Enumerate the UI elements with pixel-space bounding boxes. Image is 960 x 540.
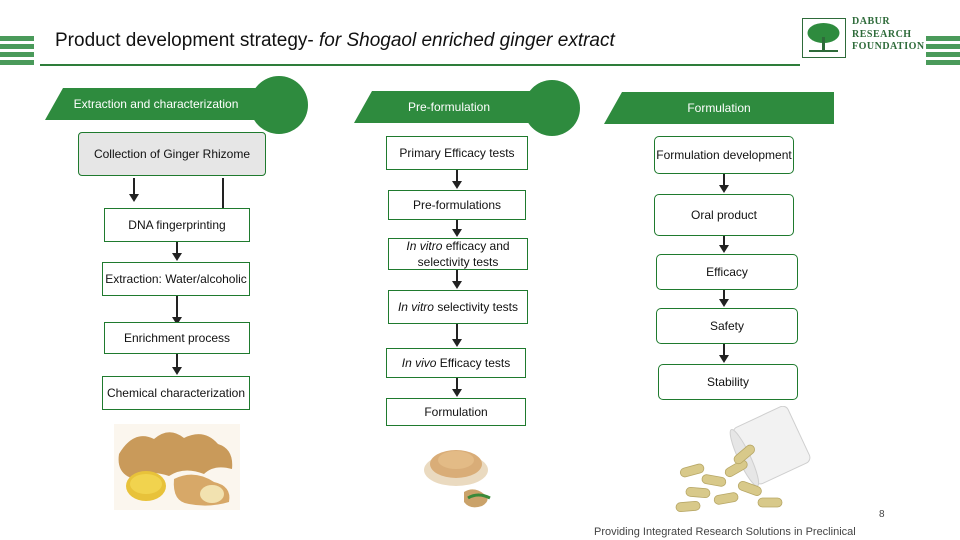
connector-line: [456, 220, 458, 230]
connector-arrow: [719, 299, 729, 307]
step-formulation: Formulation: [386, 398, 526, 426]
connector-arrow: [172, 317, 182, 325]
connector-line: [723, 290, 725, 300]
invitro-selectivity-rest: selectivity tests: [433, 299, 519, 314]
step-enrichment: Enrichment process: [104, 322, 250, 354]
connector-arrow: [172, 253, 182, 261]
invivo-italic: In vivo: [401, 355, 437, 370]
connector-arrow: [719, 245, 729, 253]
connector-line: [176, 242, 178, 254]
column3-header: Formulation: [604, 92, 834, 124]
step-pre-formulations: Pre-formulations: [388, 190, 526, 220]
logo-line-2: RESEARCH: [852, 28, 912, 40]
step-formulation-development: Formulation development: [654, 136, 794, 174]
connector-arrow: [452, 181, 462, 189]
step-invivo-efficacy: In vivo Efficacy tests: [386, 348, 526, 378]
connector-line: [222, 178, 224, 208]
invivo-rest: Efficacy tests: [436, 355, 511, 370]
title-underline: [40, 64, 800, 66]
step-safety: Safety: [656, 308, 798, 344]
logo-text: DABUR RESEARCH FOUNDATION: [852, 16, 925, 54]
connector-arrow: [452, 281, 462, 289]
tree-logo-icon: [802, 18, 846, 58]
connector-line: [723, 344, 725, 356]
ginger-image: [114, 424, 240, 510]
connector-line: [176, 354, 178, 368]
column2-header: Pre-formulation: [354, 91, 544, 123]
connector-line: [176, 296, 178, 318]
connector-arrow: [719, 185, 729, 193]
logo-line-1: DABUR: [852, 16, 891, 27]
logo: DABUR RESEARCH FOUNDATION: [802, 16, 925, 62]
step-invitro-efficacy-text: In vitro efficacy and selectivity tests: [389, 238, 527, 270]
left-stripes-decoration: [0, 36, 34, 68]
footer-text: Providing Integrated Research Solutions …: [594, 526, 856, 538]
connector-line: [456, 324, 458, 340]
step-invivo-efficacy-text: In vivo Efficacy tests: [402, 355, 511, 371]
column1-header: Extraction and characterization: [45, 88, 267, 120]
invitro-selectivity-italic: In vitro: [397, 299, 434, 314]
step-efficacy: Efficacy: [656, 254, 798, 290]
step-extraction: Extraction: Water/alcoholic: [102, 262, 250, 296]
page-number: 8: [879, 509, 885, 520]
title-prefix: Product development strategy-: [55, 30, 320, 51]
step-invitro-selectivity-text: In vitro selectivity tests: [398, 299, 518, 315]
step-collection-ginger: Collection of Ginger Rhizome: [78, 132, 266, 176]
step-chemical-characterization: Chemical characterization: [102, 376, 250, 410]
invitro-efficacy-italic: In vitro: [406, 238, 443, 253]
connector-line: [723, 174, 725, 186]
connector-line: [456, 170, 458, 182]
step-oral-product: Oral product: [654, 194, 794, 236]
title-italic: for Shogaol enriched ginger extract: [319, 30, 615, 51]
connector-arrow: [719, 355, 729, 363]
step-invitro-efficacy: In vitro efficacy and selectivity tests: [388, 238, 528, 270]
connector-line: [723, 236, 725, 246]
invitro-efficacy-rest: efficacy and selectivity tests: [417, 238, 510, 269]
right-stripes-decoration: [926, 36, 960, 68]
capsules-bottle-image: [672, 405, 812, 514]
connector-line: [456, 378, 458, 390]
connector-arrow: [452, 339, 462, 347]
step-primary-efficacy: Primary Efficacy tests: [386, 136, 528, 170]
connector-arrow: [129, 194, 139, 202]
connector-arrow: [452, 229, 462, 237]
step-invitro-selectivity: In vitro selectivity tests: [388, 290, 528, 324]
step-stability: Stability: [658, 364, 798, 400]
connector-arrow: [172, 367, 182, 375]
connector-line: [456, 270, 458, 282]
connector-arrow: [452, 389, 462, 397]
ginger-powder-image: [412, 436, 504, 512]
connector-line: [133, 178, 135, 196]
logo-line-3: FOUNDATION: [852, 41, 925, 52]
page-title: Product development strategy- for Shogao…: [55, 30, 615, 52]
step-dna-fingerprinting: DNA fingerprinting: [104, 208, 250, 242]
